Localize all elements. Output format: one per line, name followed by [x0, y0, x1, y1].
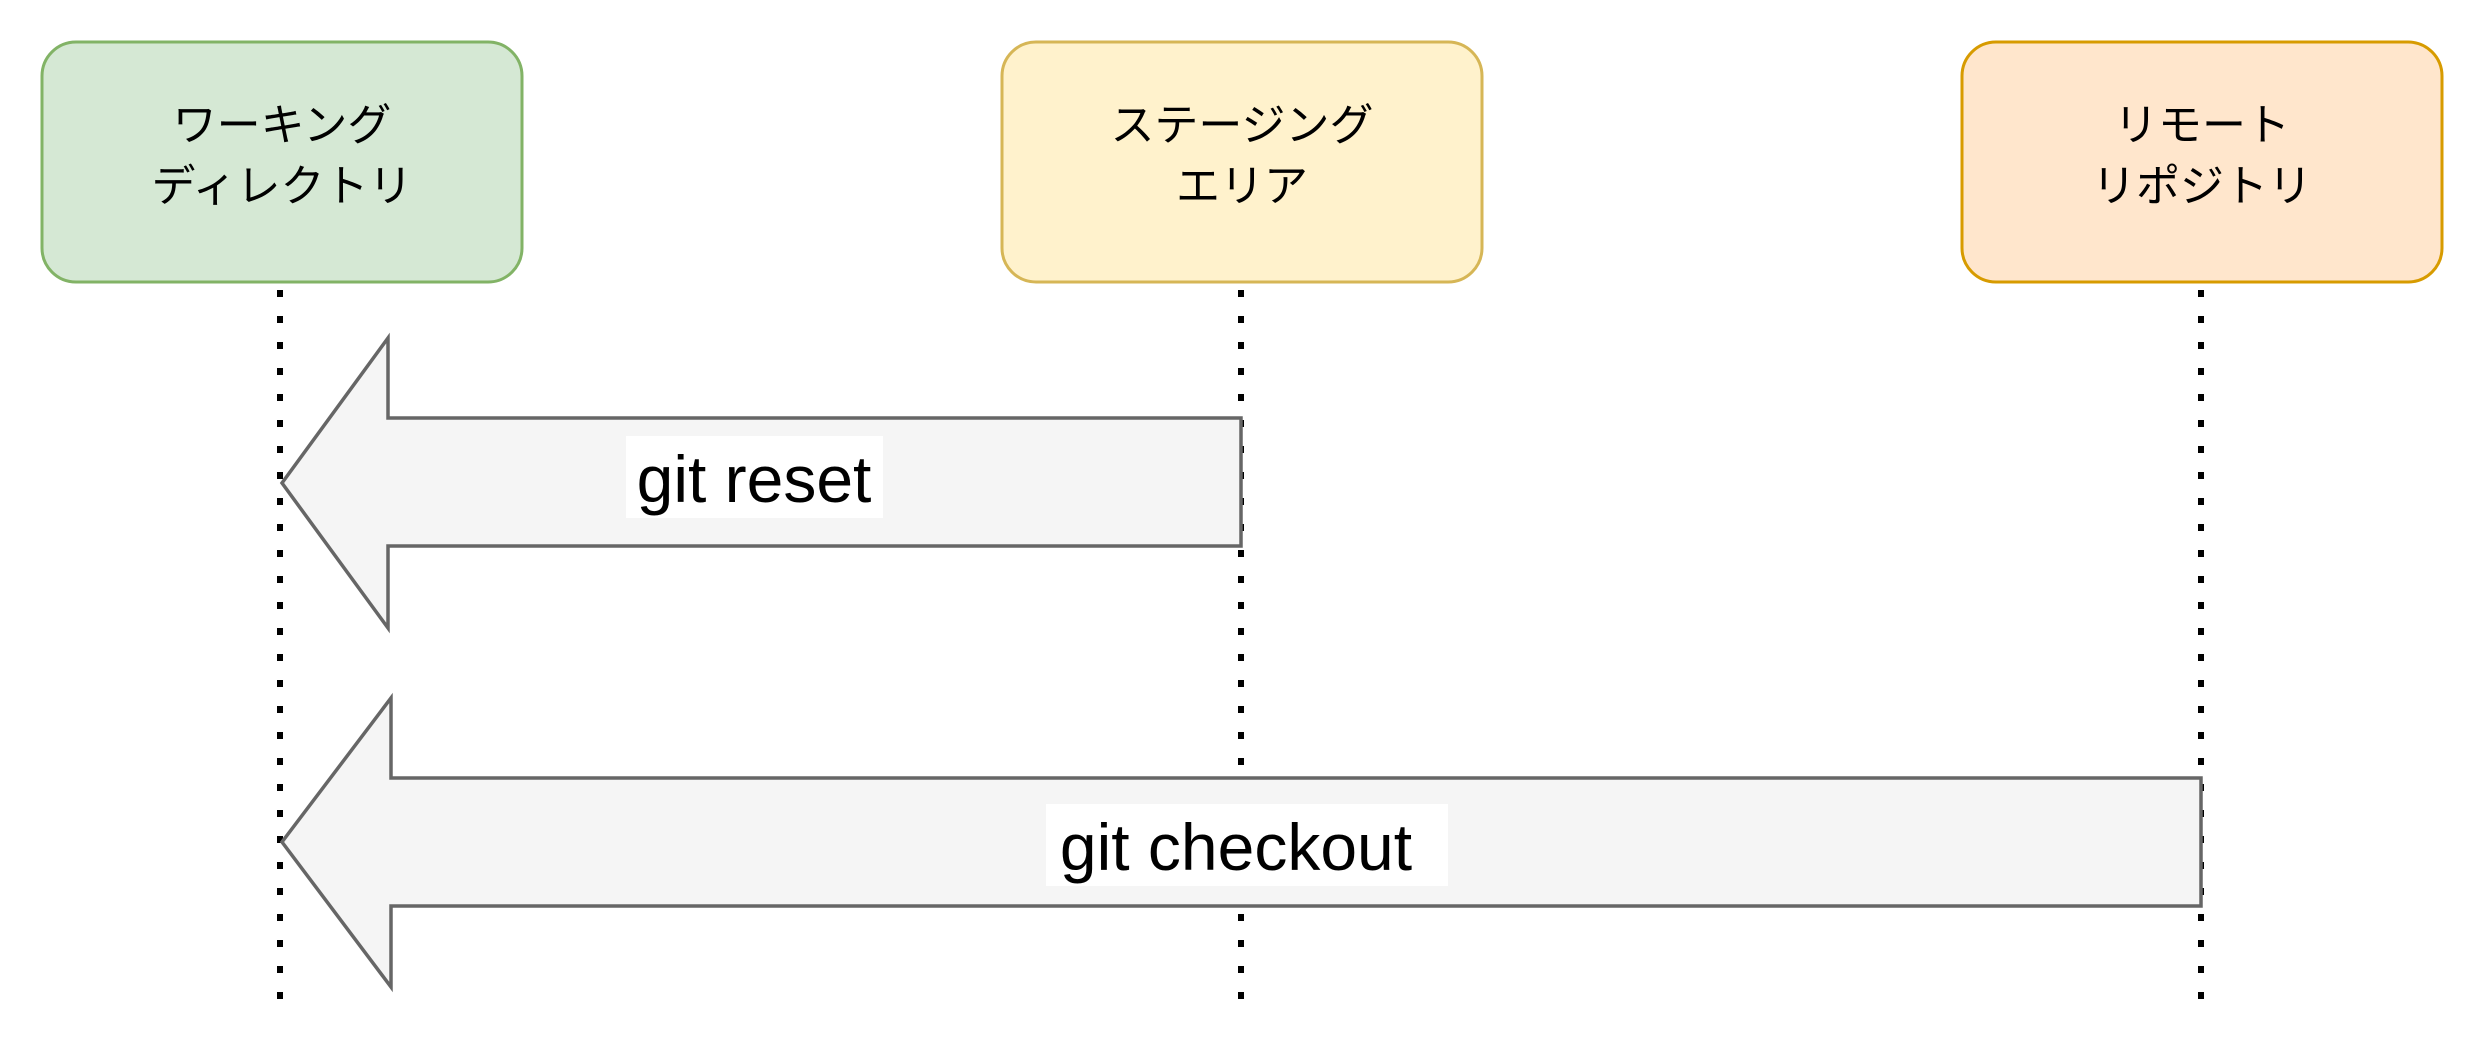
arrow-label-background	[626, 436, 883, 518]
box-label-line-1: ワーキング	[173, 100, 392, 151]
arrow-label: git checkout	[1060, 810, 1412, 884]
box-label-line-1: リモート	[2114, 100, 2290, 151]
arrow-label: git reset	[637, 442, 872, 516]
box-working-directory[interactable]: ワーキング ディレクトリ	[40, 40, 524, 284]
arrow-label-background	[1046, 804, 1448, 886]
box-label-line-2: エリア	[1176, 161, 1308, 212]
box-label-line-2: リポジトリ	[2092, 161, 2312, 212]
arrow-git-checkout[interactable]: git checkout	[279, 692, 2203, 993]
arrow-git-reset[interactable]: git reset	[279, 332, 1243, 634]
box-remote-repository[interactable]: リモート リポジトリ	[1960, 40, 2444, 284]
box-label-line-2: ディレクトリ	[152, 161, 413, 212]
box-staging-area[interactable]: ステージング エリア	[1000, 40, 1484, 284]
box-label-line-1: ステージング	[1110, 100, 1373, 151]
